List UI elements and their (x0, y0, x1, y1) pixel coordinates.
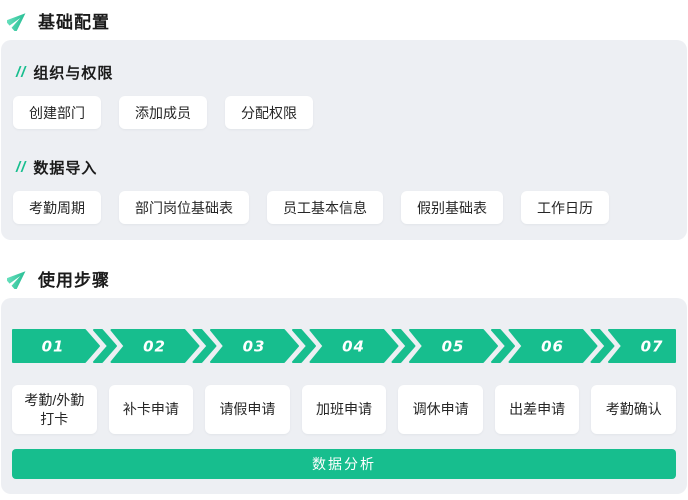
step-card-attendance-confirmation[interactable]: 考勤确认 (591, 385, 677, 434)
usage-steps-header: 使用步骤 (0, 258, 688, 298)
step-number-4: 04 (342, 338, 365, 356)
step-segment-4 (309, 329, 399, 363)
step-label-line: 考勤/外勤 (24, 391, 85, 408)
step-label-line: 调休申请 (412, 401, 469, 417)
step-card-leave-application[interactable]: 请假申请 (205, 385, 290, 434)
step-segment-7 (608, 329, 676, 363)
step-segment-5 (409, 329, 498, 363)
chevron-separator-icon (93, 329, 117, 363)
data-import-chips: 考勤周期 部门岗位基础表 员工基本信息 假别基础表 工作日历 (13, 191, 675, 224)
group-label-text: 组织与权限 (33, 65, 114, 82)
step-card-attendance-clock-in[interactable]: 考勤/外勤 打卡 (12, 385, 97, 434)
step-card-shift-swap-application[interactable]: 调休申请 (398, 385, 483, 434)
group-data-import-label: // 数据导入 (16, 157, 675, 178)
chip-work-calendar[interactable]: 工作日历 (521, 191, 609, 224)
group-org-permissions: // 组织与权限 创建部门 添加成员 分配权限 (13, 62, 675, 129)
step-number-6: 06 (541, 338, 564, 356)
chip-department-position-table[interactable]: 部门岗位基础表 (119, 191, 249, 224)
step-number-7: 07 (641, 338, 664, 356)
usage-steps-title: 使用步骤 (38, 270, 110, 290)
data-analysis-button[interactable]: 数据分析 (12, 449, 676, 479)
chevron-separator-icon (491, 329, 515, 363)
step-card-overtime-application[interactable]: 加班申请 (301, 385, 387, 434)
chip-leave-type-table[interactable]: 假别基础表 (401, 191, 503, 224)
step-number-2: 02 (143, 338, 166, 356)
paper-plane-icon (7, 9, 29, 31)
group-data-import: // 数据导入 考勤周期 部门岗位基础表 员工基本信息 假别基础表 工作日历 (13, 157, 675, 224)
org-permissions-chips: 创建部门 添加成员 分配权限 (13, 96, 675, 129)
double-slash-marker: // (16, 64, 27, 81)
chip-assign-permissions[interactable]: 分配权限 (225, 96, 313, 129)
step-label-line: 请假申请 (219, 401, 276, 417)
group-org-permissions-label: // 组织与权限 (16, 62, 675, 83)
step-segment-3 (210, 329, 299, 363)
group-label-text: 数据导入 (33, 160, 98, 177)
step-segment-6 (508, 329, 598, 363)
step-labels-row: 考勤/外勤 打卡 补卡申请 请假申请 加班申请 调休申请 出差申请 考勤确认 (12, 385, 677, 434)
chevron-separator-icon (590, 329, 615, 363)
double-slash-marker: // (16, 159, 27, 176)
basic-config-header: 基础配置 (0, 0, 688, 40)
step-segment-1 (12, 329, 100, 363)
step-number-3: 03 (243, 338, 266, 356)
step-label-line: 出差申请 (509, 401, 566, 417)
step-label-line: 考勤确认 (605, 401, 662, 417)
step-ribbon: 01 02 03 04 05 06 07 (12, 329, 676, 363)
step-label-line: 加班申请 (316, 401, 373, 417)
chevron-separator-icon (292, 329, 316, 363)
step-card-reclock-application[interactable]: 补卡申请 (108, 385, 194, 434)
basic-config-card: // 组织与权限 创建部门 添加成员 分配权限 // 数据导入 考勤周期 部门岗… (1, 40, 687, 240)
chevron-separator-icon (391, 329, 416, 363)
chip-create-department[interactable]: 创建部门 (13, 96, 101, 129)
step-number-1: 01 (42, 338, 65, 356)
paper-plane-icon (7, 267, 29, 289)
step-label-line: 补卡申请 (122, 401, 179, 417)
step-segment-2 (110, 329, 200, 363)
chip-attendance-cycle[interactable]: 考勤周期 (13, 191, 101, 224)
usage-steps-card: 01 02 03 04 05 06 07 考勤/外勤 打卡 补卡申请 请假申请 (1, 298, 687, 494)
step-label-line: 打卡 (40, 410, 69, 427)
chevron-separator-icon (192, 329, 217, 363)
step-card-business-trip-application[interactable]: 出差申请 (494, 385, 580, 434)
step-number-5: 05 (442, 338, 465, 356)
chip-add-member[interactable]: 添加成员 (119, 96, 207, 129)
chip-employee-basic-info[interactable]: 员工基本信息 (267, 191, 383, 224)
basic-config-title: 基础配置 (38, 12, 110, 32)
